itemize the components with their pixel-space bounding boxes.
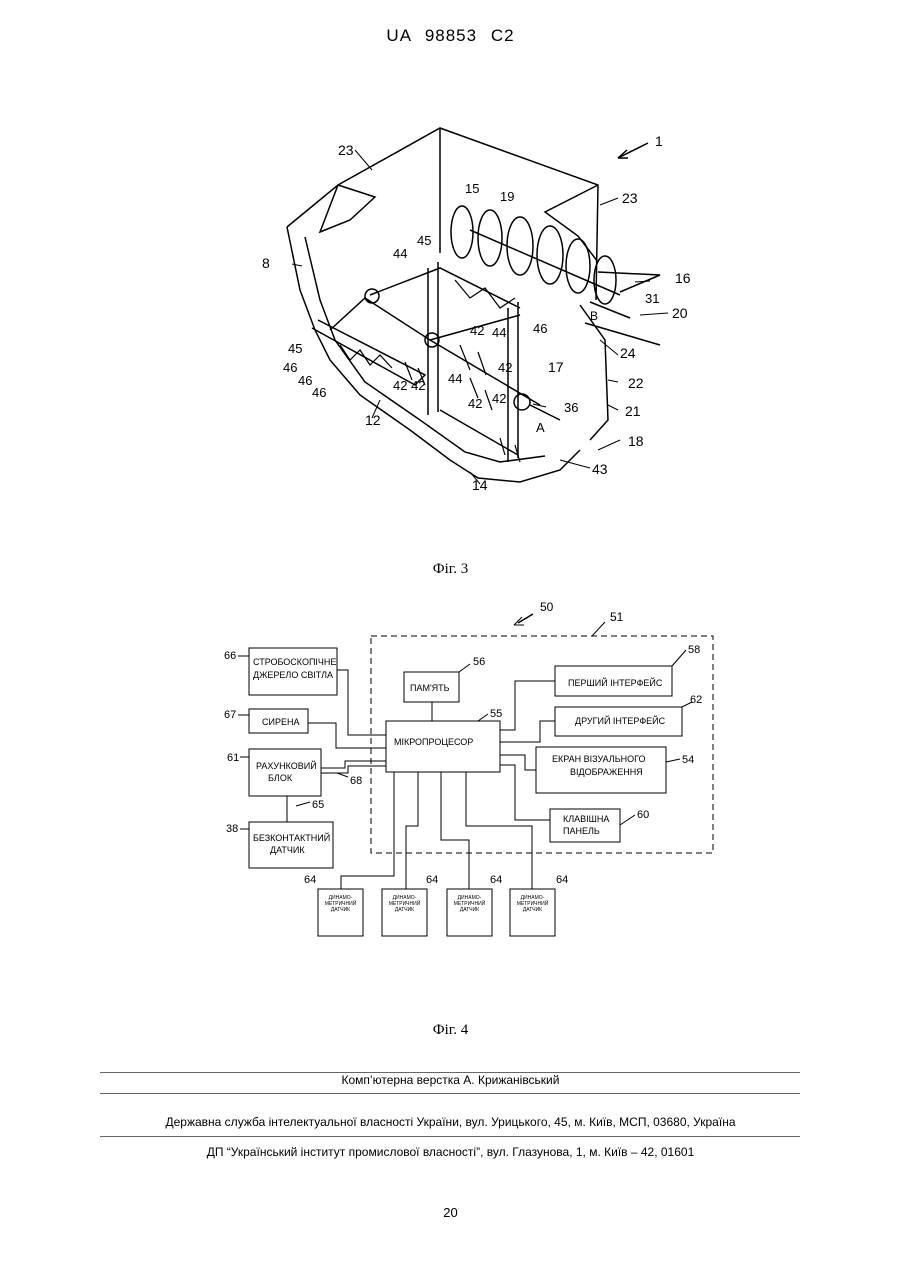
svg-text:19: 19 [500,189,514,204]
svg-text:ПЕРШИЙ ІНТЕРФЕЙС: ПЕРШИЙ ІНТЕРФЕЙС [568,677,663,688]
figure-3-caption: Фіг. 3 [0,561,901,578]
svg-text:46: 46 [312,385,326,400]
svg-text:24: 24 [620,345,636,361]
svg-text:БЛОК: БЛОК [268,773,293,783]
svg-text:ВІДОБРАЖЕННЯ: ВІДОБРАЖЕННЯ [570,767,643,777]
svg-text:66: 66 [224,650,236,662]
svg-text:58: 58 [688,644,700,656]
svg-text:46: 46 [533,321,547,336]
svg-text:44: 44 [393,246,407,261]
svg-text:43: 43 [592,461,608,477]
svg-text:23: 23 [338,142,354,158]
footer-typesetter: Комп’ютерна верстка А. Крижанівський [0,1073,901,1087]
svg-text:42: 42 [492,391,506,406]
svg-text:18: 18 [628,433,644,449]
svg-text:55: 55 [490,708,502,720]
svg-text:20: 20 [672,305,688,321]
svg-text:15: 15 [465,181,479,196]
svg-text:8: 8 [262,255,270,271]
svg-text:СТРОБОСКОПІЧНЕ: СТРОБОСКОПІЧНЕ [253,657,336,667]
sensor-4-number: 64 [556,874,568,886]
svg-text:12: 12 [365,412,381,428]
svg-text:A: A [536,420,545,435]
sensor-2-number: 64 [426,874,438,886]
svg-text:21: 21 [625,403,641,419]
paddle-blades [340,280,520,462]
sensor-1-number: 64 [304,874,316,886]
sensor-2-label: ДИНАМО-МЕТРИЧНИЙДАТЧИК [382,895,427,913]
svg-text:54: 54 [682,754,694,766]
svg-text:45: 45 [417,233,431,248]
footer-divider-2 [100,1093,800,1094]
svg-text:67: 67 [224,709,236,721]
svg-text:42: 42 [468,396,482,411]
sensor-4-label: ДИНАМО-МЕТРИЧНИЙДАТЧИК [510,895,555,913]
trough-outline [287,227,580,482]
svg-text:МІКРОПРОЦЕСОР: МІКРОПРОЦЕСОР [394,737,473,747]
svg-text:44: 44 [492,325,506,340]
svg-text:60: 60 [637,809,649,821]
svg-text:31: 31 [645,291,659,306]
svg-text:ДАТЧИК: ДАТЧИК [270,845,305,855]
footer-agency-address: Державна служба інтелектуальної власност… [0,1115,901,1129]
svg-text:БЕЗКОНТАКТНИЙ: БЕЗКОНТАКТНИЙ [253,832,330,843]
svg-text:65: 65 [312,799,324,811]
svg-text:50: 50 [540,600,554,614]
svg-text:45: 45 [288,341,302,356]
svg-text:42: 42 [470,323,484,338]
svg-text:КЛАВІШНА: КЛАВІШНА [563,814,609,824]
svg-text:14: 14 [472,477,488,493]
svg-text:ПАМ'ЯТЬ: ПАМ'ЯТЬ [410,683,450,693]
svg-text:38: 38 [226,823,238,835]
svg-text:61: 61 [227,752,239,764]
svg-text:16: 16 [675,270,691,286]
svg-text:22: 22 [628,375,644,391]
footer-divider-3 [100,1136,800,1137]
svg-text:42 42: 42 42 [393,378,426,393]
auger-screw [451,206,630,318]
svg-text:17: 17 [548,359,564,375]
sensor-3-label: ДИНАМО-МЕТРИЧНИЙДАТЧИК [447,895,492,913]
svg-text:ПАНЕЛЬ: ПАНЕЛЬ [563,826,600,836]
footer-institute-address: ДП “Український інститут промислової вла… [0,1145,901,1159]
figure-3-drawing: 1 23 23 15 19 16 8 44 45 31 B 20 45 46 4… [0,0,901,560]
svg-text:ДРУГИЙ ІНТЕРФЕЙС: ДРУГИЙ ІНТЕРФЕЙС [575,715,666,726]
reference-arrow [618,143,648,158]
svg-text:23: 23 [622,190,638,206]
svg-text:B: B [590,309,598,323]
svg-text:СИРЕНА: СИРЕНА [262,717,299,727]
svg-text:51: 51 [610,610,624,624]
page-number: 20 [0,1205,901,1220]
figure-4-caption: Фіг. 4 [0,1022,901,1039]
svg-text:42: 42 [498,360,512,375]
sensor-1-label: ДИНАМО-МЕТРИЧНИЙДАТЧИК [318,895,363,913]
svg-text:РАХУНКОВИЙ: РАХУНКОВИЙ [256,760,317,771]
svg-text:46: 46 [298,373,312,388]
svg-text:68: 68 [350,775,362,787]
svg-text:44: 44 [448,371,462,386]
svg-text:ЕКРАН ВІЗУАЛЬНОГО: ЕКРАН ВІЗУАЛЬНОГО [552,754,646,764]
svg-text:62: 62 [690,694,702,706]
svg-text:36: 36 [564,400,578,415]
svg-text:46: 46 [283,360,297,375]
svg-text:ДЖЕРЕЛО СВІТЛА: ДЖЕРЕЛО СВІТЛА [253,670,333,680]
svg-text:56: 56 [473,656,485,668]
svg-text:1: 1 [655,133,663,149]
sensor-3-number: 64 [490,874,502,886]
